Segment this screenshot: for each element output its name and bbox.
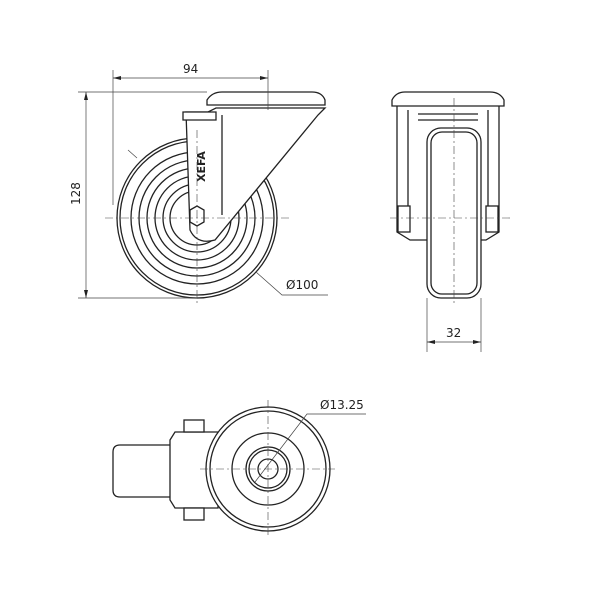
dimension-label-diameter-13-25: Ø13.25 xyxy=(320,398,364,412)
dimension-wheel-width-32: 32 xyxy=(426,298,482,352)
dimension-label-128: 128 xyxy=(69,182,83,205)
bottom-view xyxy=(112,400,335,535)
brand-logo: XEFA xyxy=(195,151,208,182)
dimension-label-diameter-100: Ø100 xyxy=(286,278,318,292)
dimension-wheel-diameter: Ø100 xyxy=(127,149,328,296)
dimension-label-94: 94 xyxy=(183,62,198,76)
dimension-height-128: 128 xyxy=(69,91,207,299)
front-view: XEFA xyxy=(105,91,327,305)
dimension-width-94: 94 xyxy=(112,62,269,205)
dimension-label-32: 32 xyxy=(446,326,461,340)
side-view xyxy=(390,91,510,305)
dimension-bolt-hole: Ø13.25 xyxy=(254,398,366,483)
